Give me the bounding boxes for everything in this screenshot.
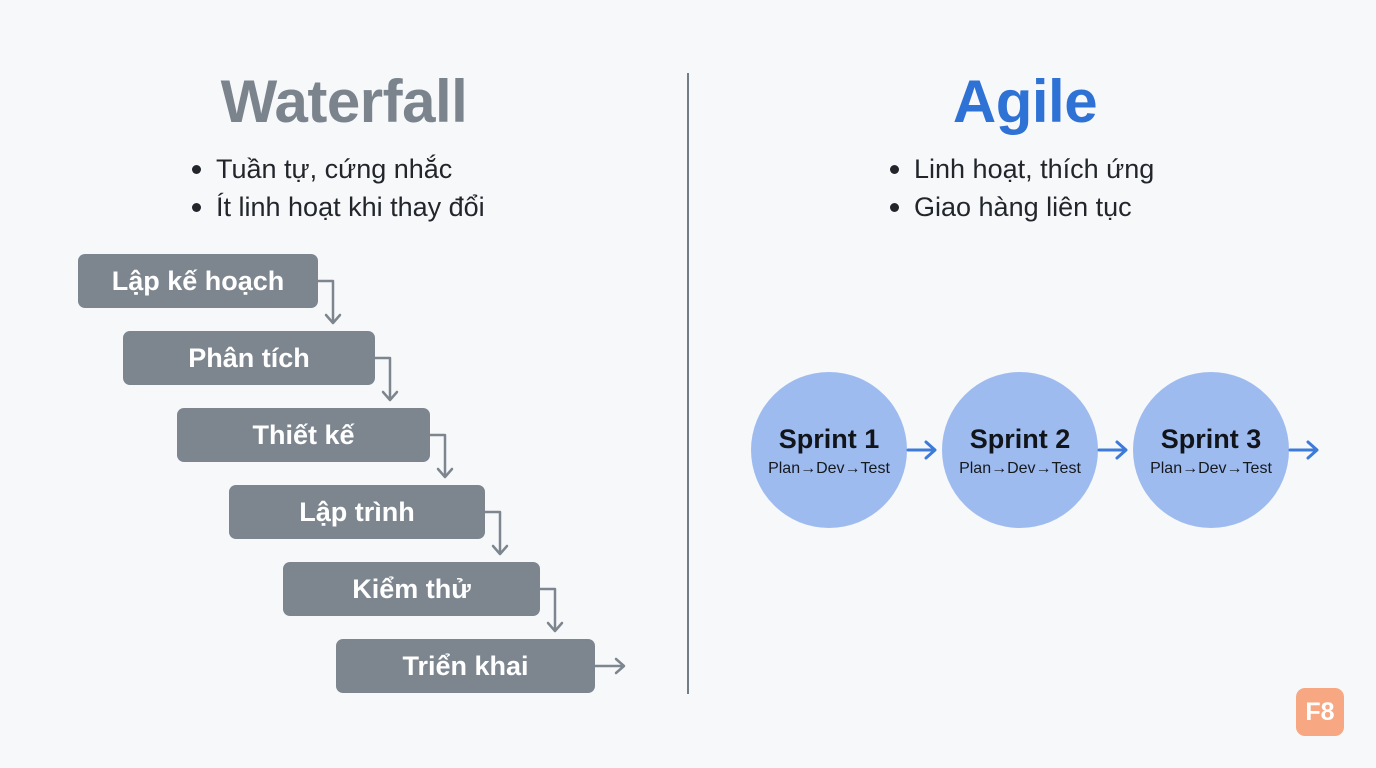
sprint-flow: Plan→Dev→Test [959, 459, 1081, 477]
waterfall-arrow [483, 510, 509, 556]
waterfall-bullets: Tuần tự, cứng nhắc Ít linh hoạt khi thay… [190, 150, 485, 226]
sprint-circle-1: Sprint 1 Plan→Dev→Test [751, 372, 907, 528]
agile-bullets: Linh hoạt, thích ứng Giao hàng liên tục [888, 150, 1154, 226]
waterfall-arrow [538, 587, 564, 633]
sprint-arrow [906, 440, 937, 460]
sprint-circle-3: Sprint 3 Plan→Dev→Test [1133, 372, 1289, 528]
agile-bullet: Giao hàng liên tục [888, 188, 1154, 226]
waterfall-arrow [428, 433, 454, 479]
sprint-arrow [1097, 440, 1128, 460]
waterfall-step-coding: Lập trình [229, 485, 485, 539]
agile-bullet: Linh hoạt, thích ứng [888, 150, 1154, 188]
sprint-flow: Plan→Dev→Test [768, 459, 890, 477]
waterfall-arrow [316, 279, 342, 325]
waterfall-step-design: Thiết kế [177, 408, 430, 462]
waterfall-step-deploy: Triển khai [336, 639, 595, 693]
column-divider [687, 73, 689, 694]
f8-logo: F8 [1296, 688, 1344, 736]
agile-title: Agile [952, 68, 1098, 135]
sprint-flow: Plan→Dev→Test [1150, 459, 1272, 477]
waterfall-arrow [373, 356, 399, 402]
waterfall-step-analysis: Phân tích [123, 331, 375, 385]
waterfall-bullet: Ít linh hoạt khi thay đổi [190, 188, 485, 226]
sprint-circle-2: Sprint 2 Plan→Dev→Test [942, 372, 1098, 528]
waterfall-step-plan: Lập kế hoạch [78, 254, 318, 308]
waterfall-arrow [593, 657, 626, 675]
sprint-name: Sprint 2 [969, 423, 1071, 454]
waterfall-step-testing: Kiểm thử [283, 562, 540, 616]
sprint-name: Sprint 1 [778, 423, 880, 454]
waterfall-title: Waterfall [220, 68, 468, 135]
sprint-arrow [1288, 440, 1319, 460]
waterfall-bullet: Tuần tự, cứng nhắc [190, 150, 485, 188]
sprint-name: Sprint 3 [1160, 423, 1262, 454]
